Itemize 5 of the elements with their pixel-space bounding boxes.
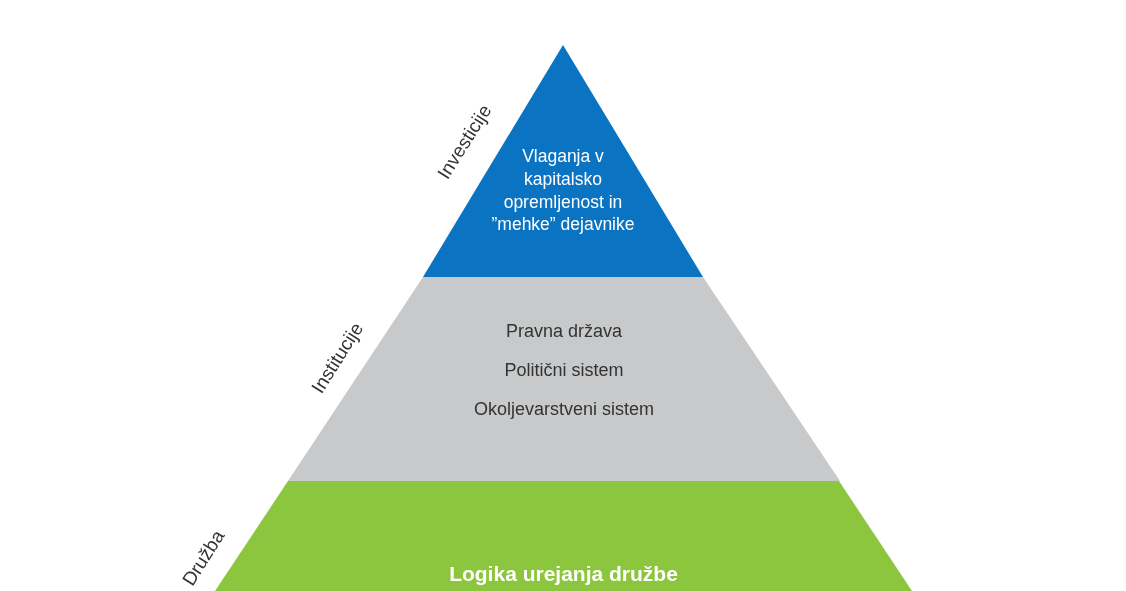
tier-text: Politični sistem [503,360,625,382]
tier-text: Okoljevarstveni sistem [472,399,656,421]
tier-text: Logika urejanja družbe [448,561,679,587]
tier-text: Vlaganja v kapitalsko opremljenost in ”mehke” dejavnike [491,145,636,236]
tier-text: Pravna država [504,321,624,343]
